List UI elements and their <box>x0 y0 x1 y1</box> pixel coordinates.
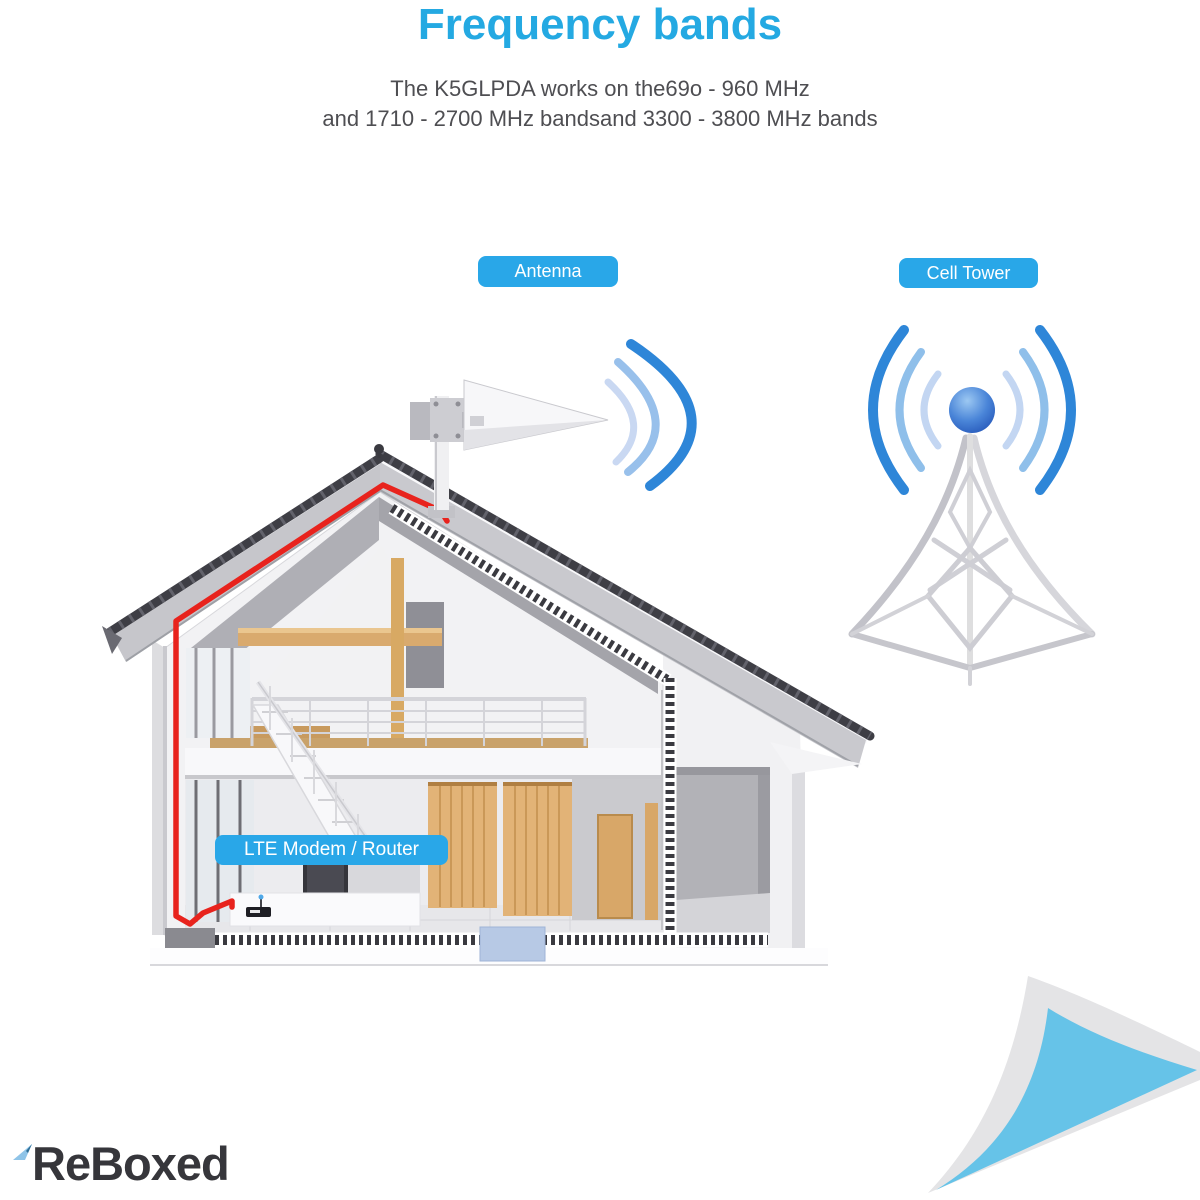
cell-tower-callout-text: Cell Tower <box>926 262 1011 283</box>
interior-door <box>597 814 633 919</box>
cutaway-hatch-edges <box>388 502 677 948</box>
brand-logo-text: ReBoxed <box>32 1137 230 1190</box>
tower-beacon-sphere <box>949 387 995 433</box>
signal-arc <box>920 370 942 450</box>
foundation <box>150 926 828 966</box>
brand-logo: ReBoxed <box>12 1137 230 1190</box>
modem-icon <box>246 894 271 917</box>
ridge-finial <box>374 444 384 458</box>
cell-tower-icon <box>848 325 1096 686</box>
cell-tower-callout-label: Cell Tower <box>899 258 1038 288</box>
antenna-callout-label: Antenna <box>478 256 618 287</box>
antenna-signal-waves <box>604 339 697 491</box>
page-curl-icon <box>928 976 1200 1193</box>
porch-section <box>663 645 805 950</box>
modem-callout-label: LTE Modem / Router <box>215 835 448 865</box>
signal-arc <box>626 339 697 491</box>
antenna-icon <box>410 379 609 518</box>
tower-signal-waves <box>868 325 1076 495</box>
balcony-railing <box>250 697 587 746</box>
roof <box>102 444 875 774</box>
signal-arc <box>1035 325 1076 495</box>
sliding-glass-doors <box>186 648 254 922</box>
subtitle-line-1: The K5GLPDA works on the69o - 960 MHz <box>390 76 810 101</box>
blue-mat <box>479 926 546 962</box>
red-cable <box>173 482 450 927</box>
cutaway-interior <box>164 491 664 936</box>
wood-post <box>391 558 404 740</box>
signal-arc <box>895 348 925 472</box>
signal-arc <box>1019 348 1049 472</box>
paper-plane-icon <box>13 1144 32 1160</box>
modem-callout-text: LTE Modem / Router <box>244 839 419 860</box>
page-title: Frequency bands <box>417 0 783 49</box>
antenna-callout-text: Antenna <box>514 261 582 281</box>
signal-arc <box>868 325 909 495</box>
tower-lattice <box>848 433 1096 686</box>
signal-arc <box>604 378 638 466</box>
house-illustration <box>102 379 875 966</box>
signal-arc <box>1002 370 1024 450</box>
subtitle-line-2: and 1710 - 2700 MHz bandsand 3300 - 3800… <box>322 106 878 131</box>
left-wall <box>152 640 167 935</box>
signal-arc <box>614 358 660 476</box>
